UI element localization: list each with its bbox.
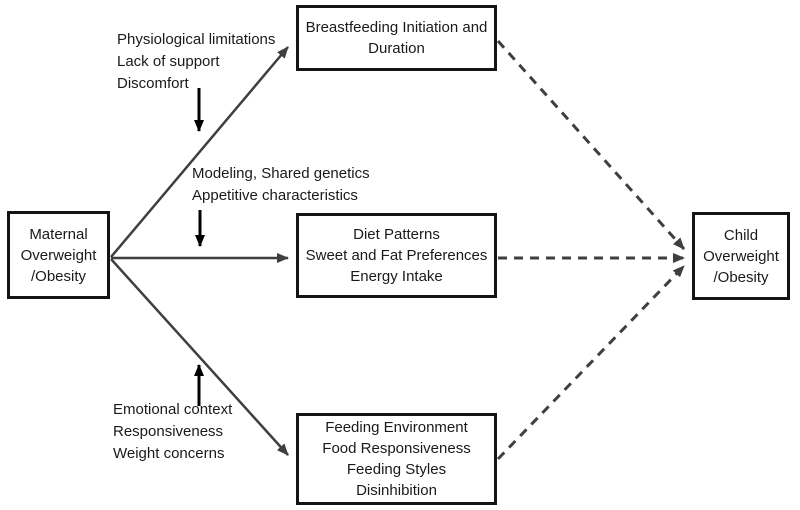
arrow-breastfeeding-to-child bbox=[496, 40, 686, 250]
box-maternal-overweight-obesity: Maternal Overweight /Obesity bbox=[7, 211, 110, 299]
box-breastfeeding-line: Breastfeeding Initiation and bbox=[305, 19, 488, 36]
box-child-line: Overweight bbox=[703, 247, 779, 265]
label-feeding-mediators-line: Weight concerns bbox=[113, 445, 225, 462]
box-maternal-line: Overweight bbox=[20, 246, 97, 264]
label-feeding-mediators: Emotional context Responsiveness Weight … bbox=[113, 399, 232, 465]
arrow-maternal-to-breastfeeding bbox=[110, 46, 289, 258]
box-diet-line: Energy Intake bbox=[350, 268, 443, 285]
box-feeding-line: Feeding Styles bbox=[346, 461, 447, 478]
box-maternal-line: /Obesity bbox=[30, 267, 87, 285]
box-feeding-environment: Feeding Environment Food Responsiveness … bbox=[296, 413, 497, 505]
box-maternal-line: Maternal bbox=[29, 225, 88, 243]
label-diet-mediators-line: Modeling, Shared genetics bbox=[192, 165, 370, 182]
label-breastfeeding-mediators-line: Lack of support bbox=[117, 53, 220, 70]
label-feeding-mediators-line: Responsiveness bbox=[113, 423, 224, 440]
box-diet-line: Sweet and Fat Preferences bbox=[305, 247, 488, 264]
label-feeding-mediators-line: Emotional context bbox=[113, 401, 233, 418]
box-child-overweight-obesity: Child Overweight /Obesity bbox=[692, 212, 790, 300]
label-diet-mediators-line: Appetitive characteristics bbox=[192, 187, 358, 204]
arrow-feeding-to-child bbox=[496, 264, 686, 461]
box-child-line: /Obesity bbox=[713, 268, 769, 286]
box-feeding-line: Food Responsiveness bbox=[322, 440, 471, 457]
box-feeding-line: Feeding Environment bbox=[325, 419, 468, 436]
label-breastfeeding-mediators-line: Discomfort bbox=[117, 75, 189, 92]
label-diet-mediators: Modeling, Shared genetics Appetitive cha… bbox=[192, 163, 370, 207]
box-breastfeeding-initiation-duration: Breastfeeding Initiation and Duration bbox=[296, 5, 497, 71]
box-diet-line: Diet Patterns bbox=[353, 226, 440, 243]
label-breastfeeding-mediators-line: Physiological limitations bbox=[117, 31, 276, 48]
arrow-maternal-to-feeding bbox=[110, 258, 289, 456]
box-breastfeeding-line: Duration bbox=[368, 40, 425, 57]
box-diet-patterns: Diet Patterns Sweet and Fat Preferences … bbox=[296, 213, 497, 298]
box-feeding-line: Disinhibition bbox=[356, 482, 437, 499]
label-breastfeeding-mediators: Physiological limitations Lack of suppor… bbox=[117, 29, 275, 95]
box-child-line: Child bbox=[723, 226, 759, 244]
